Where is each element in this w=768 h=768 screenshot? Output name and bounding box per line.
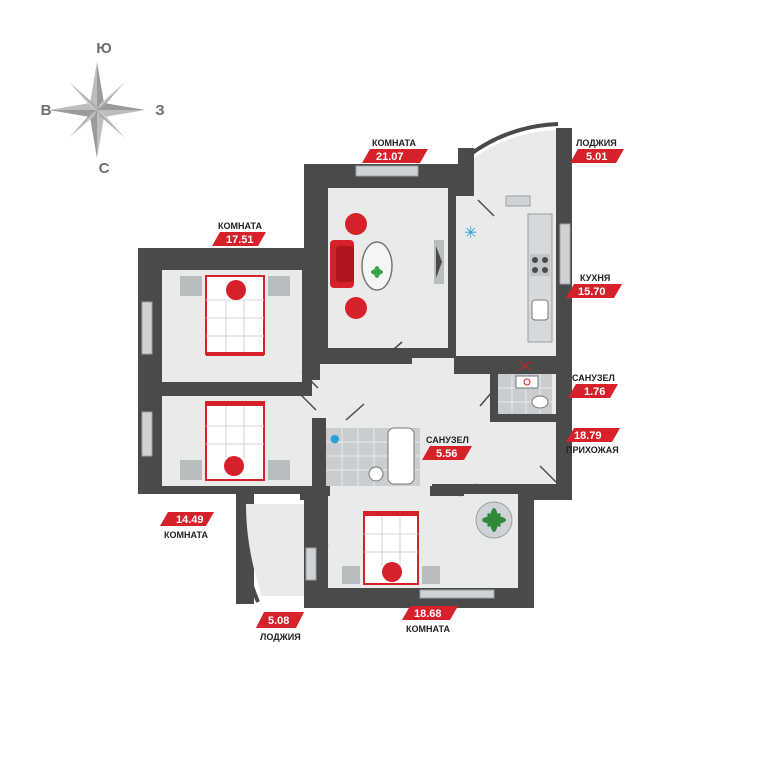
- room-name: КОМНАТА: [218, 221, 262, 231]
- room-name: ПРИХОЖАЯ: [566, 445, 619, 455]
- sink-icon: [531, 299, 549, 321]
- compass-north-label: Ю: [96, 40, 111, 57]
- room-name: ЛОДЖИЯ: [576, 138, 617, 148]
- windows: [141, 165, 571, 599]
- room-area: 5.56: [436, 448, 457, 460]
- room-area: 18.79: [574, 430, 602, 442]
- kitchen-counter-icon: [527, 213, 553, 343]
- room-name: КОМНАТА: [406, 624, 450, 634]
- room-label: 14.49 КОМНАТА: [160, 512, 214, 540]
- room-label: 18.79 ПРИХОЖАЯ: [566, 428, 620, 455]
- toilet-icon: [368, 466, 384, 482]
- room-label: САНУЗЕЛ 5.56: [422, 435, 472, 460]
- toilet-icon: [531, 395, 549, 409]
- plant-icon: [371, 266, 383, 278]
- room-label: КУХНЯ 15.70: [566, 273, 622, 298]
- compass-star-icon: [49, 62, 145, 158]
- room-area: 14.49: [176, 514, 204, 526]
- room-area: 17.51: [226, 234, 254, 246]
- room-name: САНУЗЕЛ: [426, 435, 469, 445]
- room-14-furniture: [180, 401, 290, 481]
- loggia-5-01-glazing: [466, 122, 559, 158]
- room-name: КУХНЯ: [580, 273, 610, 283]
- room-area: 1.76: [584, 386, 605, 398]
- room-name: КОМНАТА: [372, 138, 416, 148]
- armchair-top-icon: [345, 213, 367, 235]
- room-label: 18.68 КОМНАТА: [402, 606, 458, 634]
- bathtub-icon: [387, 427, 415, 485]
- compass-south-label: С: [99, 160, 110, 177]
- room-name: КОМНАТА: [164, 530, 208, 540]
- compass-west-label: В: [41, 102, 52, 119]
- kitchen-furniture: ✳: [464, 213, 553, 343]
- compass-east-label: З: [155, 102, 164, 119]
- room-area: 18.68: [414, 608, 442, 620]
- wc-small-furniture: [498, 361, 552, 414]
- room-name: ЛОДЖИЯ: [260, 632, 301, 642]
- room-label: 5.08 ЛОДЖИЯ: [256, 612, 304, 642]
- stove-icon: [530, 254, 550, 276]
- room-area: 5.08: [268, 615, 289, 627]
- room-area: 5.01: [586, 151, 607, 163]
- room-21-furniture: [330, 213, 444, 319]
- pillow-icon: [224, 456, 244, 476]
- hall-plant-icon: [475, 501, 513, 539]
- room-label: САНУЗЕЛ 1.76: [568, 373, 618, 398]
- doors: [299, 199, 557, 547]
- room-area: 15.70: [578, 286, 606, 298]
- loggia-5-08-floor: [246, 504, 304, 596]
- fridge-snowflake-icon: ✳: [464, 223, 477, 242]
- pillow-icon: [226, 280, 246, 300]
- loggia-5-08-glazing: [238, 507, 260, 603]
- compass-rose: Ю В З С: [41, 40, 165, 177]
- water-drop-icon: ●: [330, 432, 340, 445]
- armchair-bottom-icon: [345, 297, 367, 319]
- loggia-5-01-floor: [474, 130, 556, 196]
- room-name: САНУЗЕЛ: [572, 373, 615, 383]
- room-18-furniture: [342, 511, 440, 585]
- bath-furniture: ●: [326, 427, 420, 486]
- room-label: КОМНАТА 21.07: [362, 138, 428, 163]
- room-label: ЛОДЖИЯ 5.01: [570, 138, 624, 163]
- room-label: КОМНАТА 17.51: [212, 221, 266, 246]
- room-area: 21.07: [376, 151, 404, 163]
- pillow-icon: [382, 562, 402, 582]
- room-17-furniture: [180, 275, 290, 356]
